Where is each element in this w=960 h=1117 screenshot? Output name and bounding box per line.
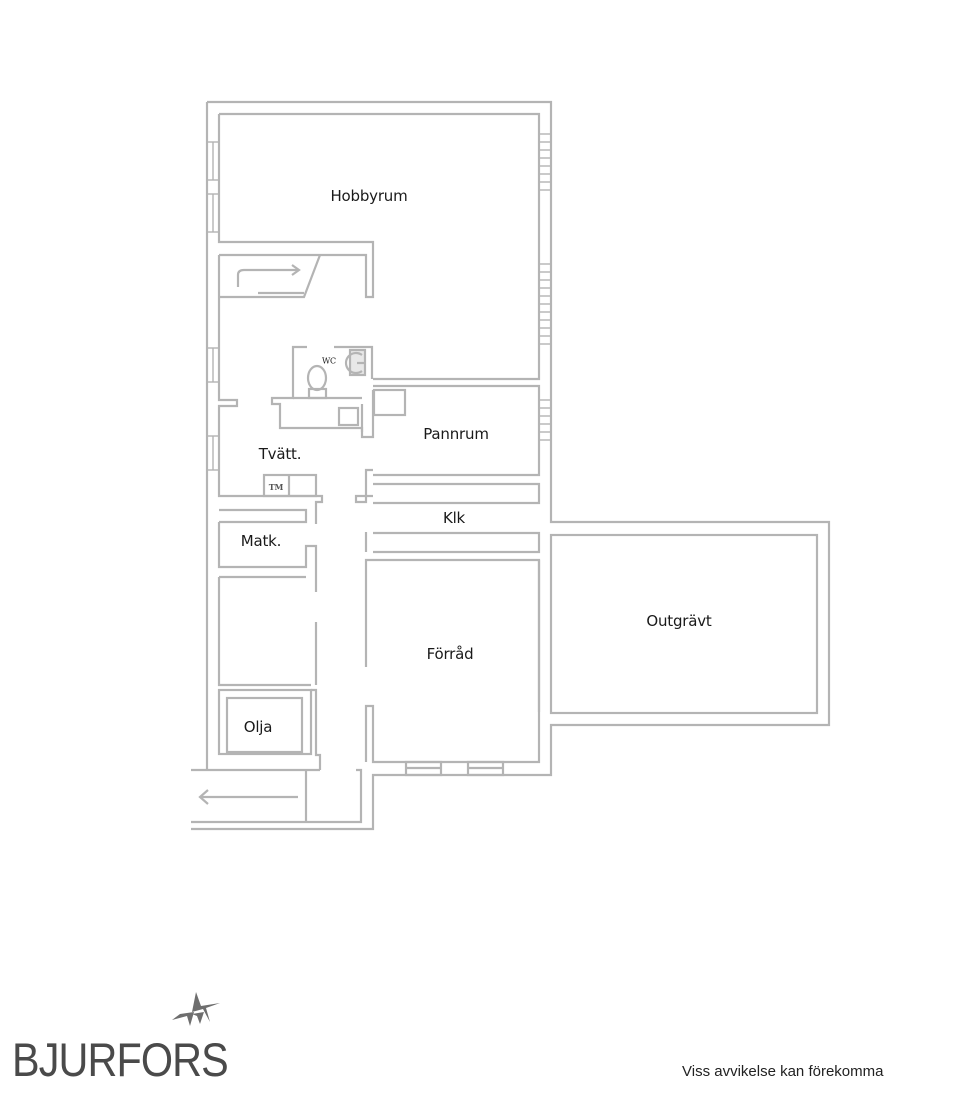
forrad-walls — [364, 558, 541, 777]
windows-east — [539, 133, 551, 441]
room-label-klk: Klk — [442, 509, 466, 527]
room-label-tvatt: Tvätt. — [258, 445, 302, 463]
room-label-outgravt: Outgrävt — [646, 612, 712, 630]
storage-west — [217, 577, 318, 687]
tm-label: TM — [268, 482, 284, 492]
windows-west — [207, 141, 219, 471]
olja-walls — [217, 688, 322, 770]
klk-walls — [354, 468, 541, 554]
room-label-forrad: Förråd — [426, 645, 474, 663]
stairs — [219, 254, 322, 299]
wc-label: WC — [322, 356, 336, 366]
bird-logo-icon — [172, 992, 220, 1026]
room-label-pannrum: Pannrum — [423, 425, 489, 443]
brand-logo: BJURFORS — [12, 1033, 229, 1086]
matk-walls — [217, 508, 318, 592]
laundry-area — [262, 473, 324, 524]
room-label-olja: Olja — [243, 718, 273, 736]
room-label-matk: Matk. — [240, 532, 282, 550]
outgravt-walls — [537, 533, 819, 715]
pannrum-walls — [372, 384, 541, 477]
entrance — [191, 768, 363, 824]
outer-wall — [191, 100, 831, 831]
disclaimer-text: Viss avvikelse kan förekomma — [682, 1063, 884, 1080]
room-label-hobbyrum: Hobbyrum — [330, 187, 408, 205]
